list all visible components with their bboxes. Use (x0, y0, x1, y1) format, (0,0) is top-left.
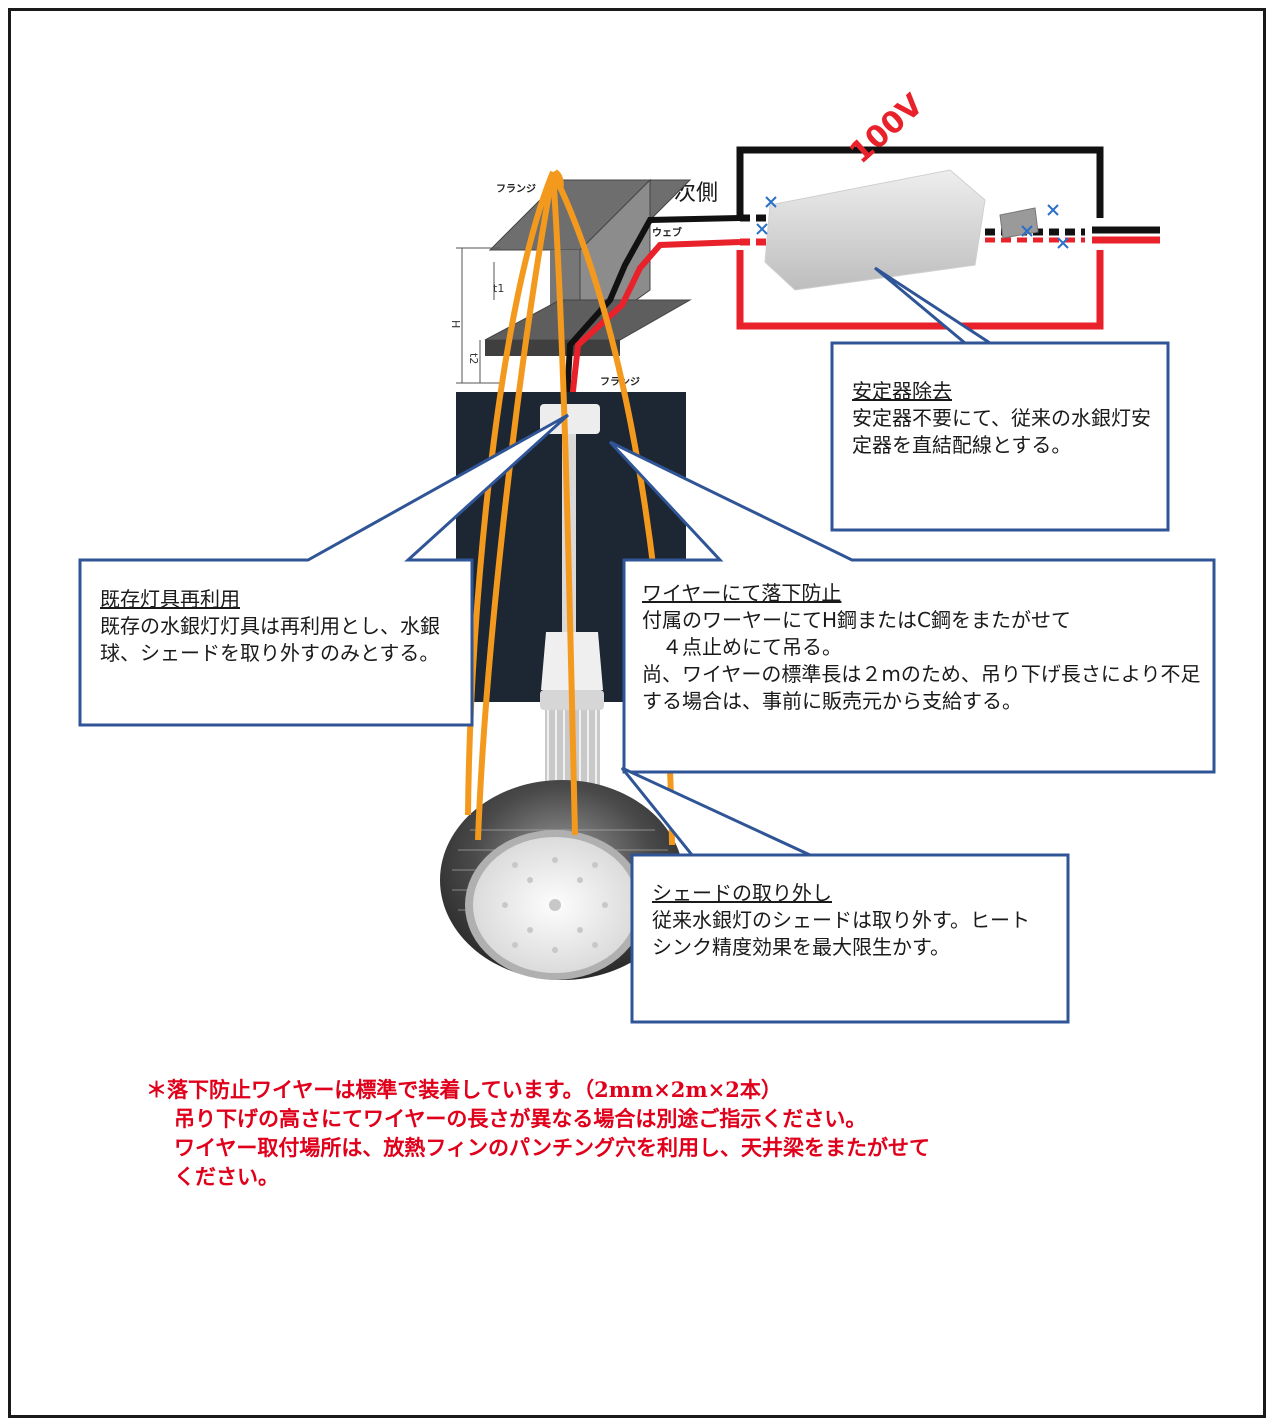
web-label: ウェブ (652, 226, 682, 239)
callout-reuse-box (78, 413, 570, 727)
callout-shade-title: シェードの取り外し (652, 881, 832, 905)
callout-ballast: 安定器除去 安定器不要にて、従来の水銀灯安定器を直結配線とする。 (852, 378, 1152, 459)
ballast-unit (764, 169, 1039, 291)
x-marker-icon (756, 223, 768, 235)
red-cable-loop (736, 250, 1104, 330)
x-marker-icon (765, 196, 777, 208)
callout-wire-box (608, 440, 1216, 774)
dim-h-label: H (449, 320, 462, 328)
x-marker-icon (1021, 225, 1033, 237)
callout-reuse-title: 既存灯具再利用 (100, 587, 240, 611)
page-frame (8, 8, 1266, 1418)
voltage-label: 100V (843, 87, 931, 171)
safety-wire-hook (553, 169, 564, 191)
callout-wire-body-3: 尚、ワイヤーの標準長は２mのため、吊り下げ長さにより不足する場合は、事前に販売元… (642, 662, 1201, 713)
x-marker-icon (1047, 204, 1059, 216)
ballast-wiring: 100V (736, 87, 1160, 330)
note-line-2: 吊り下げの高さにてワイヤーの長さが異なる場合は別途ご指示ください。 (174, 1106, 867, 1131)
black-cable-loop (736, 146, 1104, 218)
callout-wire-body-1: 付属のワーヤーにてH鋼またはC鋼をまたがせて (642, 608, 1072, 632)
callout-ballast-box (830, 266, 1170, 532)
dim-t1-label: t1 (493, 282, 504, 295)
note-line-3: ワイヤー取付場所は、放熱フィンのパンチング穴を利用し、天井梁をまたがせて (174, 1135, 930, 1160)
bottom-flange-edge (485, 340, 620, 356)
callout-wire-body-2: ４点止めにて吊る。 (662, 635, 842, 659)
note-line-1: ＊落下防止ワイヤーは標準で装着しています。（2mm×2m×2本） (146, 1077, 782, 1102)
callout-shade-body: 従来水銀灯のシェードは取り外す。ヒートシンク精度効果を最大限生かす。 (652, 908, 1030, 959)
red-lamp-cable (569, 239, 741, 401)
safety-wire (550, 171, 578, 836)
led-lamp-photo (440, 404, 684, 980)
callout-shade-box (620, 766, 1070, 1024)
dim-t2-label: t2 (467, 353, 480, 364)
x-marker-icon (1057, 237, 1069, 249)
terminal-block (999, 207, 1039, 239)
flange-label-top: フランジ (496, 183, 536, 195)
note-line-4: ください。 (174, 1164, 279, 1189)
callout-reuse-body: 既存の水銀灯灯具は再利用とし、水銀球、シェードを取り外すのみとする。 (100, 614, 440, 665)
callout-wire-title: ワイヤーにて落下防止 (642, 581, 842, 605)
callout-reuse: 既存灯具再利用 既存の水銀灯灯具は再利用とし、水銀球、シェードを取り外すのみとす… (100, 586, 455, 667)
callout-shade: シェードの取り外し 従来水銀灯のシェードは取り外す。ヒートシンク精度効果を最大限… (652, 880, 1047, 961)
callout-wire: ワイヤーにて落下防止 付属のワーヤーにてH鋼またはC鋼をまたがせて ４点止めにて… (642, 580, 1202, 715)
disconnect-markers (756, 196, 1069, 249)
safety-wire (475, 171, 556, 841)
callout-ballast-body: 安定器不要にて、従来の水銀灯安定器を直結配線とする。 (852, 406, 1151, 457)
installation-notes: ＊落下防止ワイヤーは標準で装着しています。（2mm×2m×2本） 吊り下げの高さ… (146, 1075, 1146, 1191)
callout-ballast-title: 安定器除去 (852, 379, 952, 403)
black-lamp-cable (564, 215, 741, 401)
